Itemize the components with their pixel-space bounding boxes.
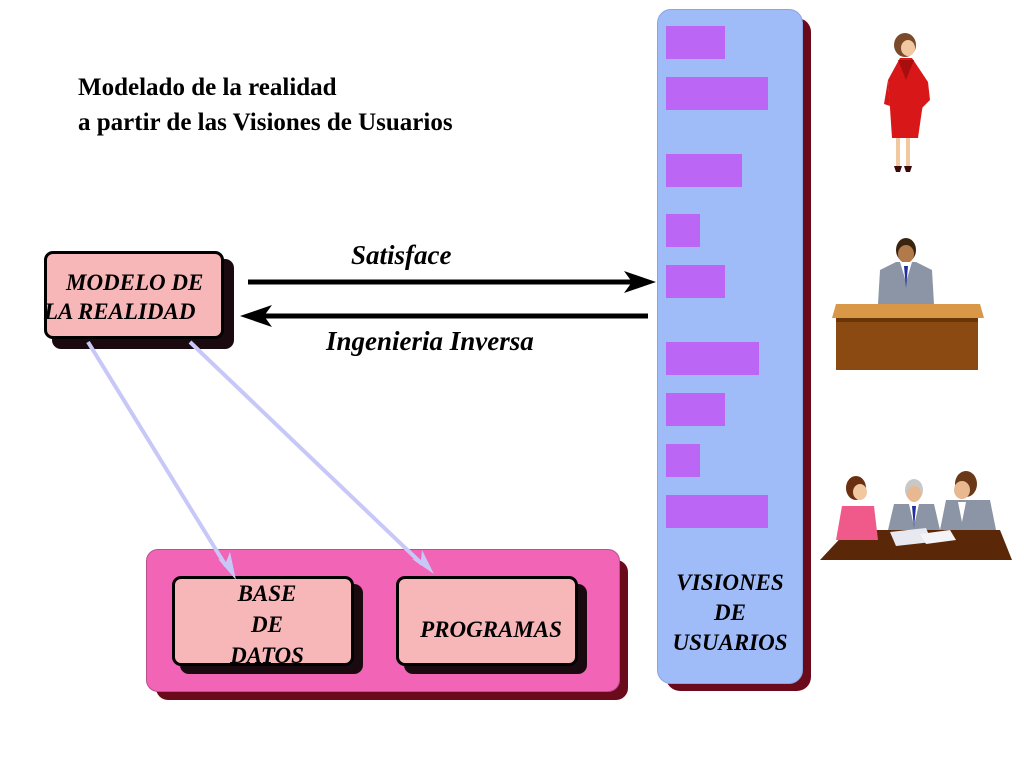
- vision-bar: [666, 214, 700, 247]
- ingenieria-inversa-arrow: [240, 305, 648, 327]
- modelo-box: [44, 251, 224, 339]
- title-line-2: a partir de las Visiones de Usuarios: [78, 109, 453, 136]
- vision-bar: [666, 495, 768, 528]
- visiones-label: VISIONES DE USUARIOS: [672, 570, 788, 655]
- vision-bar: [666, 393, 725, 426]
- base-datos-box: [172, 576, 354, 666]
- woman-standing-icon: [884, 33, 930, 172]
- slide-title: Modelado de la realidad a partir de las …: [78, 70, 453, 140]
- title-line-1: Modelado de la realidad: [78, 74, 337, 101]
- satisface-arrow: [248, 271, 656, 293]
- base-datos-label: BASE DE DATOS: [230, 581, 304, 668]
- vision-bar: [666, 77, 768, 110]
- man-at-desk-icon: [832, 238, 984, 370]
- connector-arrow-base: [86, 340, 236, 580]
- modelo-label: MODELO DE LA REALIDAD: [44, 270, 204, 324]
- programas-box: [396, 576, 578, 666]
- vision-bar: [666, 444, 700, 477]
- satisface-label: Satisface: [351, 240, 452, 270]
- programas-label: PROGRAMAS: [420, 617, 562, 642]
- vision-bar: [666, 154, 742, 187]
- vision-bar: [666, 26, 725, 59]
- ingenieria-inversa-label: Ingenieria Inversa: [326, 326, 534, 356]
- vision-bar: [666, 342, 759, 375]
- vision-bar: [666, 265, 725, 298]
- business-meeting-icon: [820, 471, 1012, 560]
- connector-arrow-programas: [188, 340, 434, 574]
